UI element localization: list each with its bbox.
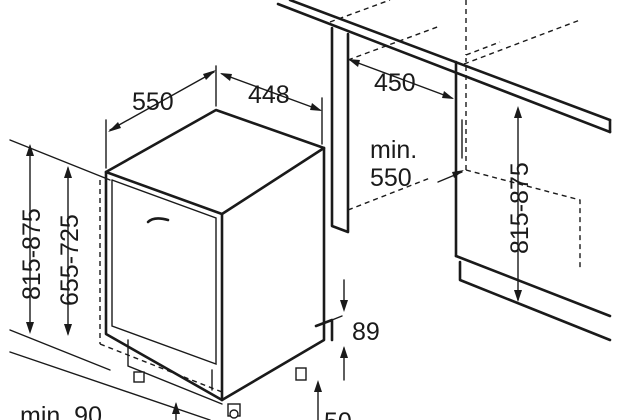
arrow	[108, 122, 121, 132]
arrow	[452, 170, 464, 178]
right-panel-dashed-mid	[465, 169, 581, 270]
dim-450-line	[349, 59, 453, 99]
arrow	[348, 59, 360, 67]
label-foot-50: 50	[324, 408, 352, 420]
label-niche-depth-min: min.	[370, 136, 417, 164]
arrow	[64, 166, 72, 178]
countertop-front-edge	[276, 2, 612, 134]
countertop-back-edge	[288, 0, 612, 122]
front-face	[106, 172, 222, 400]
door-handle-icon	[146, 217, 170, 224]
foot-left	[133, 371, 145, 383]
niche-top-dashed	[347, 25, 441, 61]
label-plinth-89: 89	[352, 318, 380, 346]
kitchen-cabinet-outline	[276, 0, 612, 342]
cabinet-bottom-edge	[454, 254, 612, 318]
label-height-815-875-left: 815-875	[18, 208, 46, 300]
cabinet-plinth	[458, 260, 612, 342]
arrow	[442, 91, 454, 99]
label-niche-depth-550: 550	[370, 164, 412, 192]
arrow	[514, 290, 522, 302]
left-ref-bottom	[9, 329, 111, 371]
arrow	[203, 70, 216, 80]
side-face	[222, 148, 324, 400]
foot-front-pad	[229, 409, 239, 419]
countertop-dashed-3	[465, 41, 501, 56]
dim-448-line	[221, 73, 321, 111]
label-door-655-725: 655-725	[56, 214, 84, 306]
countertop-dashed-1	[329, 0, 391, 23]
dim-550-line	[109, 71, 215, 131]
niche-floor-dashed	[347, 177, 431, 211]
left-ref-top	[9, 139, 111, 181]
arrow	[26, 322, 34, 334]
arrow	[26, 144, 34, 156]
left-side-panel	[330, 26, 350, 234]
plinth-line	[127, 339, 223, 405]
arrow	[310, 103, 322, 111]
plinth-step	[314, 318, 334, 342]
door-bottom-dashed	[99, 343, 223, 393]
arrow	[514, 106, 522, 118]
label-width-448: 448	[248, 81, 290, 109]
left-side-panel-fill	[332, 28, 348, 232]
outline	[104, 108, 326, 402]
arrow	[172, 402, 180, 414]
dishwasher-body	[99, 108, 326, 419]
arrow	[64, 324, 72, 336]
label-niche-height-815-875: 815-875	[506, 162, 534, 254]
arrow	[340, 300, 348, 312]
dimension-lines	[26, 59, 522, 420]
arrow	[314, 380, 322, 392]
door-panel	[111, 179, 217, 366]
label-min-90: min. 90	[20, 402, 102, 420]
arrow	[220, 73, 232, 81]
arrow	[340, 346, 348, 358]
label-depth-550: 550	[132, 88, 174, 116]
foot-right	[295, 367, 307, 381]
label-niche-width-450: 450	[374, 69, 416, 97]
top-face	[106, 110, 324, 214]
right-panel-dashed-top	[463, 19, 581, 65]
